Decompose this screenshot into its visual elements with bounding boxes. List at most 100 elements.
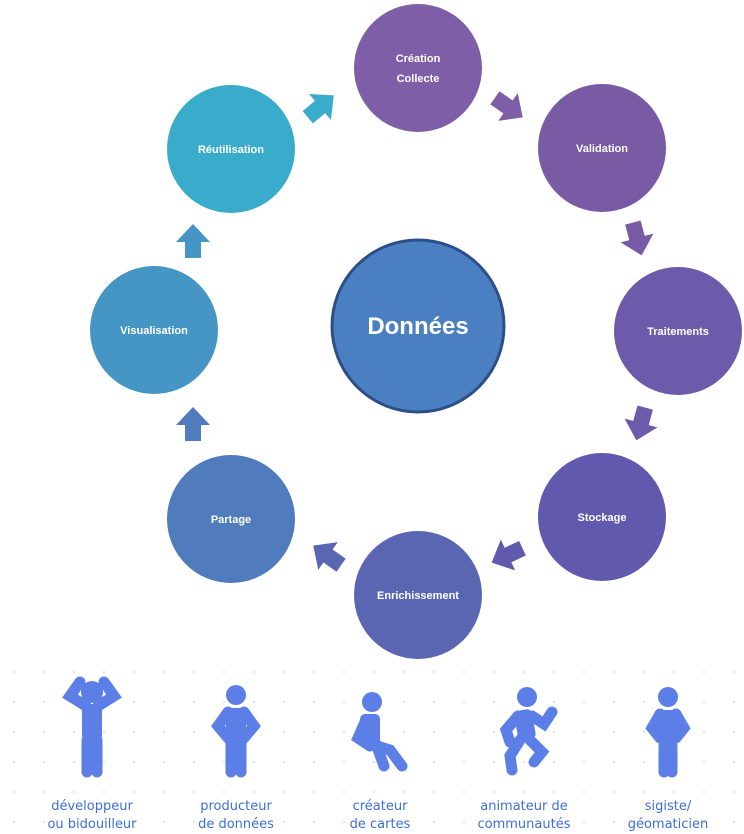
geomatician-icon [645,687,691,778]
grid-dot [343,701,345,703]
grid-dot [13,791,15,793]
grid-dot [673,791,675,793]
grid-dot [553,731,555,733]
grid-dot [463,821,465,823]
cycle-node-circle [538,84,666,212]
cycle-nodes: CréationCollecteValidationTraitementsSto… [90,4,742,659]
grid-dot [703,761,705,763]
grid-dot [433,701,435,703]
grid-dot [133,731,135,733]
grid-dot [73,671,75,673]
grid-dot [253,701,255,703]
cycle-node-circle [614,267,742,395]
grid-dot [253,761,255,763]
cycle-arrow-icon [176,407,210,441]
grid-dot [133,791,135,793]
grid-dot [433,821,435,823]
grid-dot [13,701,15,703]
grid-dot [373,761,375,763]
grid-dot [553,671,555,673]
grid-dot [493,671,495,673]
grid-dot [493,791,495,793]
center-label: Données [367,313,468,340]
grid-dot [163,821,165,823]
grid-dot [313,821,315,823]
grid-dot [373,791,375,793]
cycle-node-circle [90,266,218,394]
grid-dot [733,791,735,793]
grid-dot [283,791,285,793]
grid-dot [493,731,495,733]
grid-dot [223,821,225,823]
grid-dot [13,731,15,733]
cycle-node-label: Réutilisation [198,144,264,156]
grid-dot [283,761,285,763]
persona-label: géomaticien [628,817,709,832]
cycle-node-partage: Partage [167,455,295,583]
grid-dot [373,821,375,823]
grid-dot [613,671,615,673]
grid-dot [43,731,45,733]
grid-dot [493,821,495,823]
cycle-arrow-icon [620,220,654,256]
persona-label: producteur [200,799,272,814]
grid-dot [193,731,195,733]
grid-dot [463,671,465,673]
grid-dot [133,701,135,703]
grid-dot [13,761,15,763]
grid-dot [43,671,45,673]
grid-dot [73,821,75,823]
grid-dot [343,731,345,733]
grid-dot [523,821,525,823]
dot-grid-background [13,671,735,823]
grid-dot [193,821,195,823]
cycle-node-label: Enrichissement [377,590,459,602]
grid-dot [583,791,585,793]
grid-dot [733,671,735,673]
grid-dot [643,701,645,703]
grid-dot [673,671,675,673]
grid-dot [613,701,615,703]
grid-dot [583,701,585,703]
grid-dot [643,671,645,673]
center-node: Données [330,238,506,414]
grid-dot [163,761,165,763]
grid-dot [163,701,165,703]
grid-dot [643,731,645,733]
cycle-node-label: Création [396,53,441,65]
cycle-node-circle [167,85,295,213]
grid-dot [523,671,525,673]
cycle-node-visualisation: Visualisation [90,266,218,394]
grid-dot [223,701,225,703]
grid-dot [403,821,405,823]
grid-dot [223,761,225,763]
grid-dot [583,821,585,823]
grid-dot [673,821,675,823]
grid-dot [193,701,195,703]
cycle-node-reutilisation: Réutilisation [167,85,295,213]
cycle-arrow-icon [624,405,658,441]
grid-dot [523,791,525,793]
cycle-node-enrichissement: Enrichissement [354,531,482,659]
cycle-node-circle [354,4,482,132]
grid-dot [163,731,165,733]
cycle-node-label: Traitements [647,326,709,338]
grid-dot [703,701,705,703]
center-circle [330,238,506,414]
grid-dot [343,821,345,823]
cycle-node-circle [538,453,666,581]
grid-dot [283,821,285,823]
grid-dot [463,761,465,763]
grid-dot [703,791,705,793]
grid-dot [583,671,585,673]
cycle-node-label: Partage [211,514,251,526]
grid-dot [133,671,135,673]
grid-dot [403,791,405,793]
cycle-node-label: Stockage [578,512,627,524]
map-creator-icon [351,692,408,772]
grid-dot [283,731,285,733]
